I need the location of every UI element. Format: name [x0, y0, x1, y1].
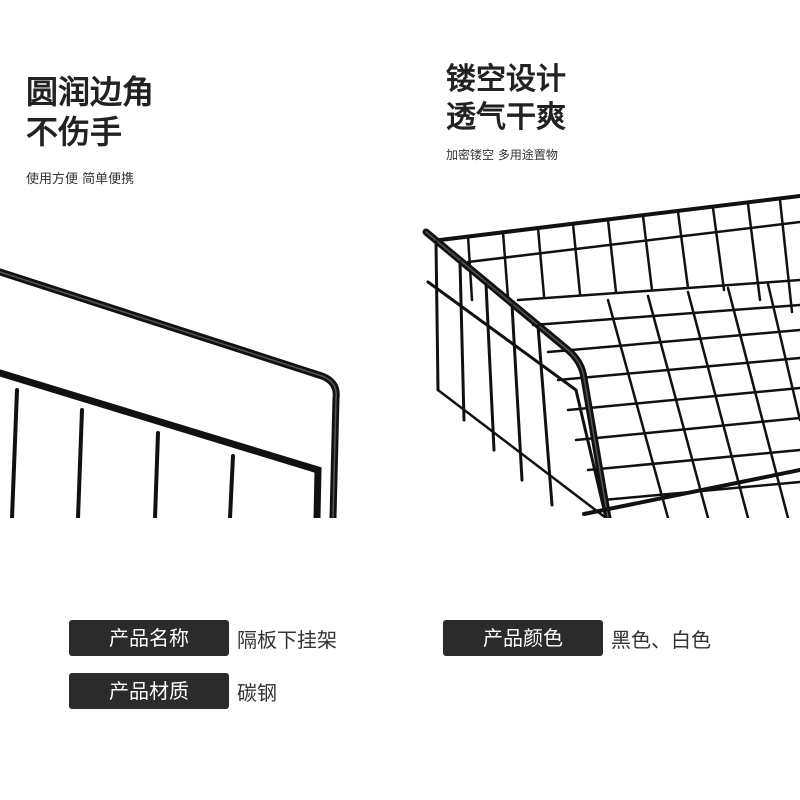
spec-label-product-name: 产品名称 — [69, 620, 229, 656]
hollow-subtitle: 加密镂空 多用途置物 — [446, 148, 558, 162]
wire-basket-photo — [422, 194, 800, 518]
rounded-corner-photo — [0, 268, 340, 518]
corner-headline-line2: 不伤手 — [26, 113, 123, 151]
corner-subtitle: 使用方便 简单便携 — [26, 172, 135, 187]
spec-label-product-material: 产品材质 — [69, 673, 229, 709]
spec-value-product-name: 隔板下挂架 — [237, 627, 337, 652]
spec-value-product-color: 黑色、白色 — [611, 627, 711, 652]
corner-feature-panel: 圆润边角 不伤手 使用方便 简单便携 — [0, 0, 392, 518]
spec-product-name: 产品名称 隔板下挂架 — [69, 620, 337, 656]
spec-value-product-material: 碳钢 — [237, 680, 277, 705]
hollow-headline-line2: 透气干爽 — [446, 100, 566, 135]
hollow-headline-line1: 镂空设计 — [446, 62, 566, 97]
corner-headline-line1: 圆润边角 — [26, 73, 155, 111]
spec-product-color: 产品颜色 黑色、白色 — [443, 620, 711, 656]
spec-label-product-color: 产品颜色 — [443, 620, 603, 656]
hollow-design-panel: 镂空设计 透气干爽 加密镂空 多用途置物 — [408, 0, 800, 518]
spec-product-material: 产品材质 碳钢 — [69, 673, 277, 709]
